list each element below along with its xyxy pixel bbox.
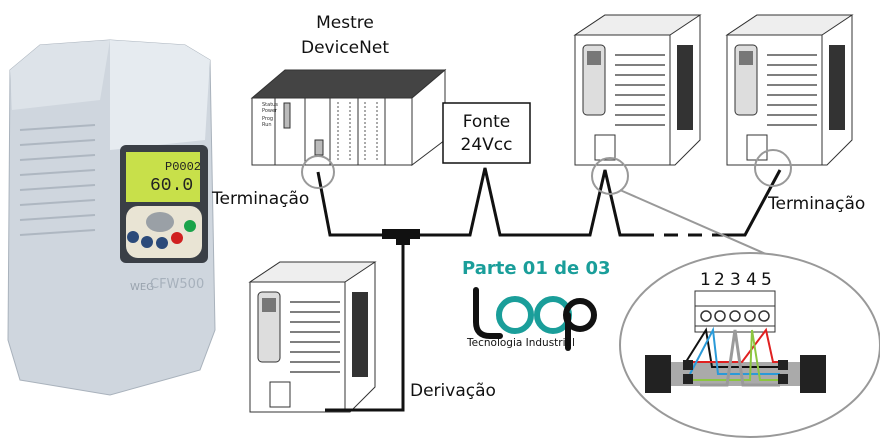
- pin-4: 4: [746, 270, 757, 290]
- master-title-line2: DeviceNet: [301, 38, 389, 58]
- plc-master: [250, 68, 447, 167]
- inverter-photo: P0002 60.0 WEG CFW500: [7, 39, 216, 396]
- termination-left-label: Terminação: [212, 189, 310, 209]
- inverter-node-1: [574, 14, 701, 166]
- connector-detail: [645, 290, 826, 393]
- loop-logo: [473, 287, 597, 351]
- master-title: Mestre DeviceNet: [290, 11, 400, 61]
- brand-label: WEG: [130, 282, 154, 293]
- power-supply-line2: 24Vcc: [460, 135, 513, 155]
- tee-connector: [382, 229, 420, 239]
- termination-circle-left: [301, 155, 335, 189]
- part-label: Parte 01 de 03: [462, 258, 611, 279]
- power-supply-box: [442, 102, 531, 164]
- derivation-label: Derivação: [410, 381, 496, 401]
- pin-numbers: 1 2 3 4 5: [700, 270, 772, 290]
- termination-circle-right: [754, 149, 792, 187]
- master-title-line1: Mestre: [316, 13, 374, 33]
- power-supply-line1: Fonte: [462, 112, 511, 132]
- detail-circle: [591, 157, 629, 195]
- plc-label-run: Run: [262, 122, 272, 128]
- pin-2: 2: [714, 270, 725, 290]
- pin-5: 5: [761, 270, 772, 290]
- pin-1: 1: [700, 270, 711, 290]
- drop-line: [325, 240, 405, 412]
- lcd-param: P0002: [165, 160, 201, 174]
- trunk-line: [316, 167, 782, 412]
- logo-tagline: Tecnologia Industrial: [467, 337, 575, 349]
- power-supply-label: Fonte 24Vcc: [443, 111, 530, 157]
- plc-label-power: Power: [262, 108, 278, 114]
- plc-label-status: Status: [262, 102, 278, 108]
- lcd-value: 60.0: [150, 176, 193, 196]
- inverter-node-2: [726, 14, 853, 166]
- termination-right-label: Terminação: [768, 194, 866, 214]
- plc-label-prog: Prog: [262, 116, 273, 122]
- lcd-display: [126, 152, 200, 202]
- pin-3: 3: [730, 270, 741, 290]
- model-label: CFW500: [150, 277, 204, 292]
- inverter-drop-node: [249, 261, 376, 413]
